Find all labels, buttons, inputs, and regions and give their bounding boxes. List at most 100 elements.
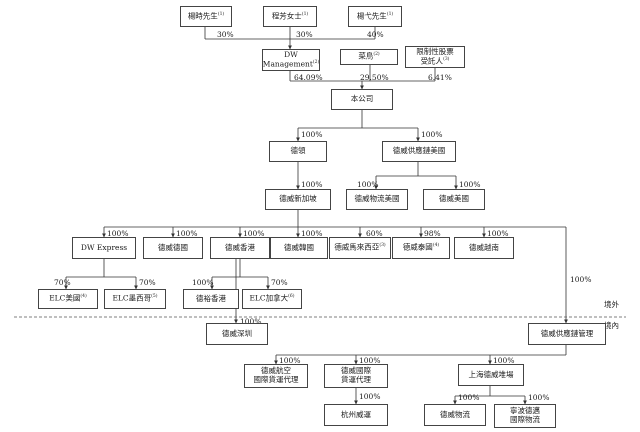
zone-label-domestic: 境內 bbox=[604, 321, 619, 330]
footnote-marker: (2) bbox=[312, 59, 320, 65]
entity-label: 德威越南 bbox=[469, 242, 499, 252]
footnote-marker: (3) bbox=[443, 56, 450, 62]
elc-us-box: ELC美國(4) bbox=[38, 289, 98, 309]
entity-label: 德威供應鏈美國 bbox=[392, 146, 446, 156]
dw-logistics-us-box: 德威物流美國 bbox=[346, 189, 408, 210]
pct-dw-express: 100% bbox=[107, 229, 129, 238]
pct-rsu-trustee: 6.41% bbox=[428, 73, 452, 82]
shareholder-yang-ge: 楊弋先生(1) bbox=[348, 6, 402, 27]
pct-dw-hk: 100% bbox=[243, 229, 265, 238]
entity-label: 寧波德邁 國際物流 bbox=[510, 406, 540, 424]
dw-us-box: 德威美國 bbox=[423, 189, 485, 210]
entity-label: 德威馬來西亞 bbox=[334, 242, 380, 252]
entity-label: 德威物流美國 bbox=[354, 194, 400, 204]
company-label: 本公司 bbox=[350, 94, 374, 104]
pct-dw-vn: 100% bbox=[487, 229, 509, 238]
dw-vietnam-box: 德威越南 bbox=[454, 237, 514, 259]
entity-label: 德威泰國 bbox=[402, 242, 433, 252]
entity-label: 德威德國 bbox=[158, 242, 188, 252]
footnote-marker: (2) bbox=[373, 52, 380, 58]
footnote-marker: (4) bbox=[80, 294, 87, 300]
shareholder-label: 楊弋先生 bbox=[356, 11, 387, 21]
dw-express-box: DW Express bbox=[72, 237, 136, 259]
entity-label: ELC墨西哥 bbox=[112, 293, 152, 303]
pct-sh: 100% bbox=[493, 356, 515, 365]
entity-label: 限制性股票 受託人 bbox=[416, 47, 454, 66]
pct-elc-ca: 70% bbox=[271, 278, 288, 287]
shareholder-label: 程芳女士 bbox=[271, 11, 302, 21]
deyu-hongkong-box: 德裕香港 bbox=[183, 289, 239, 309]
shareholder-cheng-fang: 程芳女士(1) bbox=[263, 6, 317, 27]
entity-label: 德威新加坡 bbox=[279, 194, 317, 204]
pct-nb: 100% bbox=[528, 393, 550, 402]
footnote-marker: (1) bbox=[386, 11, 394, 17]
entity-label: ELC美國 bbox=[49, 293, 81, 303]
entity-label: 德威物流 bbox=[440, 409, 470, 419]
dw-logistics-box: 德威物流 bbox=[424, 404, 486, 426]
footnote-marker: (5) bbox=[151, 294, 158, 300]
footnote-marker: (3) bbox=[379, 243, 386, 249]
pct-dw-logi-us: 100% bbox=[357, 180, 379, 189]
pct-elc-mx: 70% bbox=[139, 278, 156, 287]
pct-dw-th: 98% bbox=[424, 229, 441, 238]
elc-mexico-box: ELC墨西哥(5) bbox=[104, 289, 166, 309]
dw-management-box: DW Management(2) bbox=[262, 49, 320, 71]
entity-label: 德威美國 bbox=[439, 194, 469, 204]
pct-cheng-fang: 30% bbox=[296, 30, 313, 39]
pct-dw-sz: 100% bbox=[240, 317, 262, 326]
dw-malaysia-box: 德威馬來西亞(3) bbox=[329, 237, 391, 259]
dw-air-freight-box: 德威航空 國際貨運代理 bbox=[244, 364, 308, 388]
pct-yang-ge: 40% bbox=[367, 30, 384, 39]
pct-dw-my: 60% bbox=[366, 229, 383, 238]
entity-label: 德威韓國 bbox=[284, 242, 314, 252]
dw-supply-us-box: 德威供應鏈美國 bbox=[382, 141, 456, 162]
dw-thailand-box: 德威泰國(4) bbox=[392, 237, 450, 259]
company-box: 本公司 bbox=[331, 89, 393, 110]
shanghai-yard-box: 上海德威堆場 bbox=[458, 364, 524, 386]
entity-label: 上海德威堆場 bbox=[468, 369, 514, 379]
entity-label: 菜鳥 bbox=[358, 51, 374, 61]
pct-cainiao: 29.50% bbox=[360, 73, 389, 82]
dw-germany-box: 德威德國 bbox=[143, 237, 203, 259]
entity-label: 德領 bbox=[290, 146, 306, 156]
dw-hongkong-box: 德威香港 bbox=[210, 237, 270, 259]
cainiao-box: 菜鳥(2) bbox=[340, 49, 398, 65]
dw-shenzhen-box: 德威深圳 bbox=[206, 323, 268, 345]
entity-label: ELC加拿大 bbox=[249, 293, 289, 303]
entity-label: 德威供應鏈管理 bbox=[540, 328, 594, 338]
entity-label: DW Management bbox=[262, 50, 313, 69]
pct-deyu-hk: 100% bbox=[192, 278, 214, 287]
ningbo-demai-box: 寧波德邁 國際物流 bbox=[494, 404, 556, 428]
pct-deling: 100% bbox=[301, 130, 323, 139]
dw-korea-box: 德威韓國 bbox=[270, 237, 328, 259]
entity-label: 德威國際 貨運代理 bbox=[341, 366, 371, 384]
pct-intl: 100% bbox=[359, 356, 381, 365]
entity-label: 德威深圳 bbox=[222, 328, 252, 338]
pct-yang-shi: 30% bbox=[217, 30, 234, 39]
pct-dw-kr: 100% bbox=[301, 229, 323, 238]
pct-logi: 100% bbox=[458, 393, 480, 402]
dw-intl-freight-box: 德威國際 貨運代理 bbox=[324, 364, 388, 388]
dw-scm-box: 德威供應鏈管理 bbox=[528, 323, 606, 345]
entity-label: 杭州威運 bbox=[341, 409, 371, 419]
pct-dw-management: 64.09% bbox=[294, 73, 323, 82]
pct-elc-us: 70% bbox=[54, 278, 71, 287]
zone-label-overseas: 境外 bbox=[604, 300, 619, 309]
footnote-marker: (4) bbox=[432, 243, 440, 249]
entity-label: DW Express bbox=[80, 242, 128, 252]
pct-hz: 100% bbox=[359, 392, 381, 401]
pct-air: 100% bbox=[279, 356, 301, 365]
pct-dw-supply-us: 100% bbox=[421, 130, 443, 139]
shareholder-label: 楊時先生 bbox=[187, 11, 218, 21]
shareholder-yang-shi: 楊時先生(1) bbox=[180, 6, 232, 27]
elc-canada-box: ELC加拿大(6) bbox=[242, 289, 302, 309]
hangzhou-weiyun-box: 杭州威運 bbox=[324, 404, 388, 426]
entity-label: 德威香港 bbox=[225, 242, 255, 252]
footnote-marker: (1) bbox=[301, 11, 309, 17]
footnote-marker: (6) bbox=[288, 294, 295, 300]
deling-box: 德領 bbox=[269, 141, 327, 162]
pct-dw-de: 100% bbox=[176, 229, 198, 238]
entity-label: 德裕香港 bbox=[196, 293, 226, 303]
